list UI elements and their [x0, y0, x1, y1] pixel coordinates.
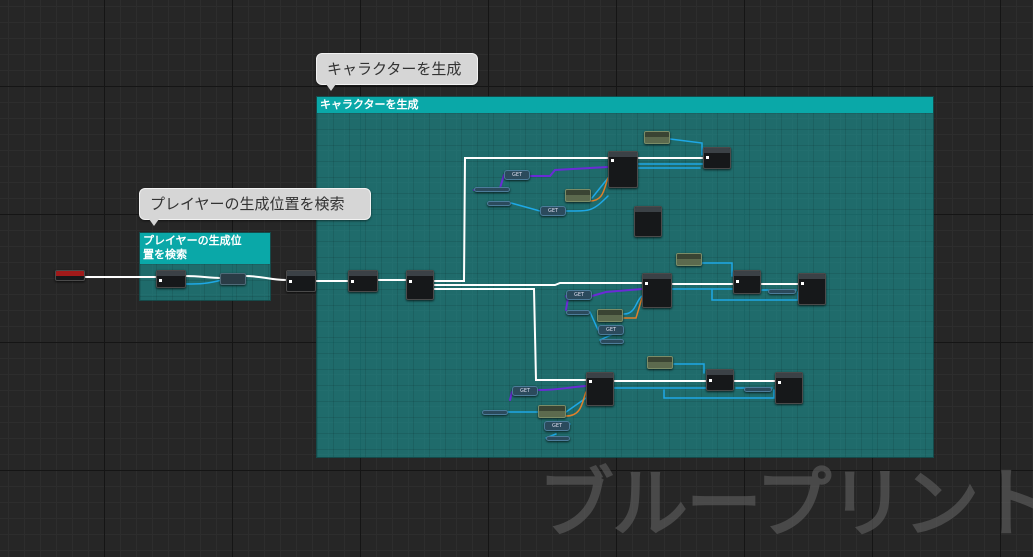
standalone-function-node[interactable] [634, 206, 662, 237]
struct-wire [529, 166, 609, 177]
get-array-item-node[interactable]: GET [598, 325, 624, 335]
object-wires [185, 138, 799, 439]
make-literal-node[interactable] [487, 201, 511, 206]
object-wire [510, 202, 541, 212]
set-view-target-node[interactable] [775, 372, 803, 404]
get-node-label: GET [547, 208, 559, 214]
get-node-label: GET [605, 327, 617, 333]
spawn-actor-node[interactable] [586, 372, 614, 406]
comment-title-line: 置を検索 [143, 248, 187, 261]
comment-bubble-find-spawn-location[interactable]: プレイヤーの生成位置を検索 [139, 188, 371, 226]
float-wires [565, 177, 643, 417]
get-array-item-node[interactable]: GET [544, 421, 570, 431]
get-node-label: GET [551, 423, 563, 429]
possess-node[interactable] [703, 147, 731, 169]
float-wire [589, 177, 609, 202]
variable-getter-node[interactable] [565, 189, 591, 202]
get-struct-node[interactable]: GET [512, 386, 538, 396]
exec-wire [433, 288, 587, 381]
get-node-label: GET [573, 292, 585, 298]
object-wire [623, 295, 643, 315]
object-wire [591, 177, 609, 199]
possess-node[interactable] [706, 369, 734, 391]
make-literal-node[interactable] [744, 387, 772, 392]
set-view-target-node[interactable] [798, 273, 826, 305]
comment-title-line: プレイヤーの生成位 [143, 234, 242, 247]
exec-wires [83, 157, 799, 382]
variable-getter-node[interactable] [676, 253, 702, 266]
comment-bubble-spawn-character[interactable]: キャラクターを生成 [316, 53, 478, 91]
get-node-label: GET [519, 388, 531, 394]
comment-box-title[interactable]: キャラクターを生成 [317, 97, 933, 113]
get-array-item-node[interactable]: GET [540, 206, 566, 216]
spawn-actor-node[interactable] [642, 273, 672, 308]
sequence-node-2[interactable] [348, 270, 378, 292]
make-literal-node[interactable] [546, 436, 570, 441]
struct-wire [565, 297, 569, 311]
float-wire [565, 391, 587, 417]
exec-wire [184, 275, 221, 279]
variable-getter-node[interactable] [597, 309, 623, 322]
exec-wire [433, 282, 643, 286]
float-wire [623, 297, 643, 319]
variable-getter-node[interactable] [538, 405, 566, 418]
variable-getter-node[interactable] [644, 131, 670, 144]
get-node-label: GET [511, 172, 523, 178]
object-wire [673, 363, 705, 374]
object-wire [589, 311, 599, 331]
object-wire [701, 262, 733, 277]
possess-node[interactable] [733, 270, 761, 294]
make-literal-node[interactable] [474, 187, 510, 192]
branch-sequence-node[interactable] [406, 270, 434, 300]
variable-getter-node[interactable] [647, 356, 673, 369]
object-wire [565, 195, 609, 212]
exec-wire [433, 157, 609, 282]
make-literal-node[interactable] [482, 410, 508, 415]
get-struct-node[interactable]: GET [566, 290, 592, 300]
find-player-start-node[interactable] [156, 270, 186, 288]
blueprint-watermark: ブループリント [538, 459, 1033, 548]
make-literal-node[interactable] [600, 339, 624, 344]
object-wire [185, 279, 223, 285]
object-wire [669, 138, 703, 156]
get-struct-node[interactable]: GET [504, 170, 530, 180]
exec-wire [244, 275, 287, 281]
struct-wire [591, 288, 643, 297]
get-transform-node[interactable] [220, 273, 246, 285]
comment-box-find-spawn-location[interactable]: プレイヤーの生成位 置を検索 [139, 232, 271, 301]
make-literal-node[interactable] [768, 289, 796, 294]
sequence-node-1[interactable] [286, 270, 316, 292]
event-begin-play-node[interactable] [55, 270, 85, 281]
struct-wire [537, 385, 587, 391]
spawn-actor-node[interactable] [608, 151, 638, 188]
struct-wire [509, 391, 513, 401]
comment-box-title[interactable]: プレイヤーの生成位 置を検索 [140, 233, 270, 264]
make-literal-node[interactable] [566, 310, 590, 315]
object-wire [663, 389, 775, 399]
